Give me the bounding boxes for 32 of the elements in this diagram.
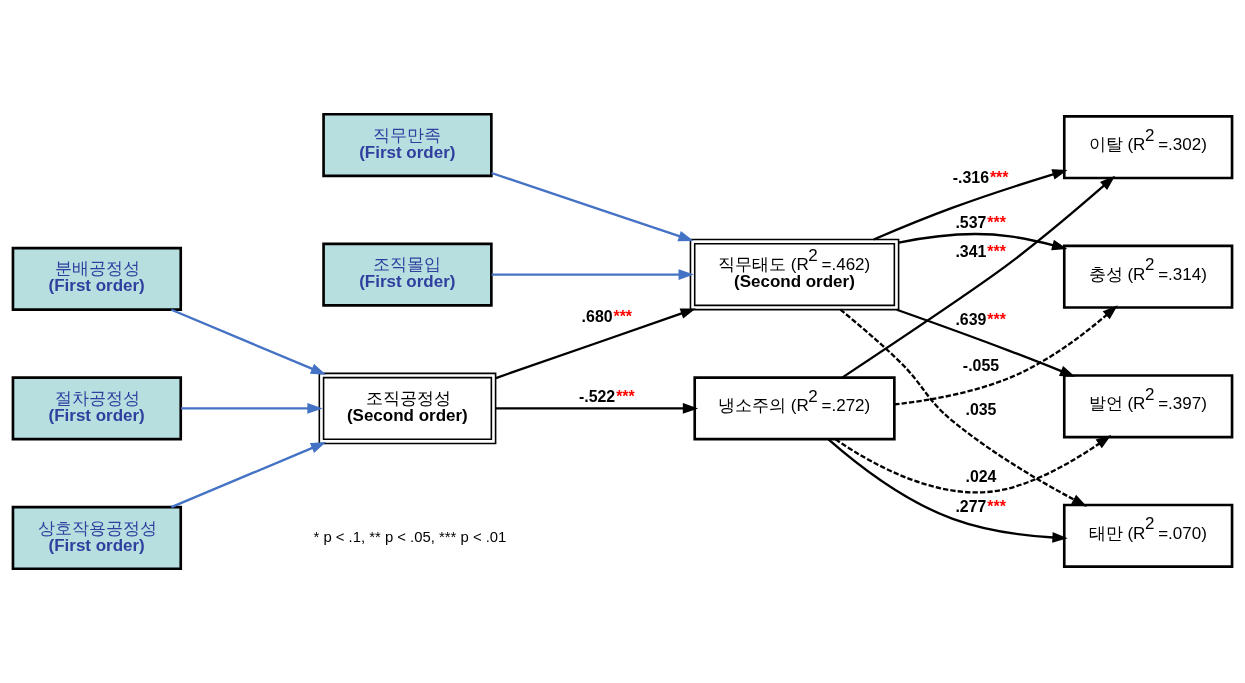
edge-label: .035 <box>965 400 997 418</box>
node-box: 직무만족 (First order) <box>322 112 493 178</box>
edge-label: .680*** <box>581 308 633 326</box>
arrow <box>898 232 1068 251</box>
arrow <box>491 171 694 242</box>
arrow <box>170 442 327 509</box>
arrow <box>827 438 1068 543</box>
arrow <box>835 435 1112 494</box>
edge-label: .341*** <box>955 242 1006 260</box>
node-box: 조직공정성 (Second order) <box>318 372 497 445</box>
node-box: 분배공정성 (First order) <box>11 246 183 311</box>
arrow <box>841 175 1116 379</box>
arrow <box>491 269 694 280</box>
label: * p < .1, ** p < .05, *** p < .01 <box>313 528 507 545</box>
node-box: 절차공정성 (First order) <box>11 376 183 441</box>
edge-label: .537*** <box>955 213 1006 231</box>
node-box: 상호작용공정성 (First order) <box>11 505 183 571</box>
arrow <box>181 403 323 414</box>
arrow <box>495 308 696 380</box>
arrow <box>896 308 1076 377</box>
arrow <box>873 169 1068 241</box>
arrow <box>894 305 1118 406</box>
edge-label: -.316*** <box>952 169 1009 187</box>
edge-label: .024 <box>965 467 997 485</box>
edge-label: -.055 <box>962 357 1000 375</box>
edge-label: .277*** <box>955 498 1006 516</box>
edge-label: -.522*** <box>578 388 635 406</box>
edge-label: .639*** <box>955 310 1006 328</box>
arrow <box>839 308 1088 507</box>
arrow <box>495 403 699 414</box>
arrow <box>170 308 327 375</box>
node-box: 조직몰입 (First order) <box>322 242 493 307</box>
